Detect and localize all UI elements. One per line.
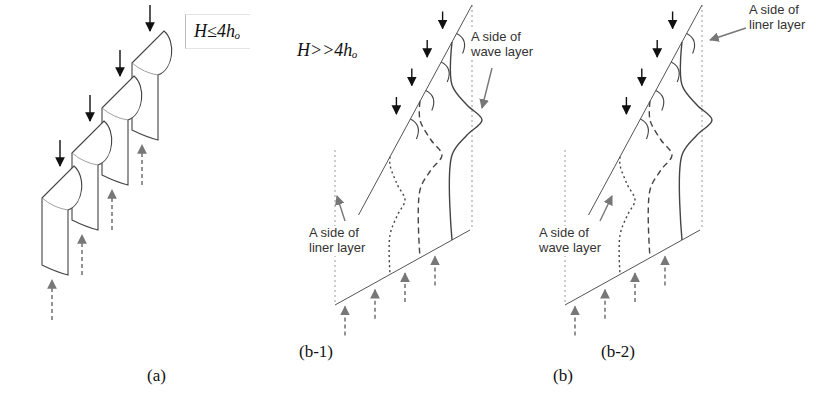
sheet-stack <box>42 31 172 275</box>
leader-line <box>337 196 345 221</box>
sheet-cap <box>410 119 418 139</box>
sheet-cap <box>640 119 648 139</box>
reaction-arrow <box>374 290 375 319</box>
load-arrow <box>672 12 673 29</box>
dimension-label: H>>4hₒ <box>296 40 358 61</box>
reaction-arrow <box>344 306 345 335</box>
load-arrow <box>89 95 90 121</box>
sheet-cap-edge <box>132 63 158 75</box>
top-diagonal <box>589 5 702 215</box>
load-arrow <box>59 140 60 166</box>
load-arrow <box>149 5 150 31</box>
callout-label: A side of liner layer <box>308 226 384 256</box>
callout-label: A side of wave layer <box>470 30 546 60</box>
sheet-cap <box>671 62 679 82</box>
sheet-cap <box>457 34 465 54</box>
load-arrow <box>411 69 412 86</box>
load-arrow <box>427 40 428 57</box>
reaction-arrow <box>604 290 605 319</box>
leader-line <box>600 196 612 221</box>
panel-label: (b-1) <box>298 342 334 362</box>
reaction-arrow <box>434 256 435 285</box>
load-arrow <box>626 97 627 114</box>
leader-line <box>710 28 746 40</box>
dotted-profile <box>389 157 405 275</box>
sheet-cap-edge <box>72 153 98 165</box>
sheet-cap-edge <box>102 108 128 120</box>
load-arrow <box>657 40 658 57</box>
sheet-cap <box>426 91 434 111</box>
sheet-cap <box>656 91 664 111</box>
dashed-profile <box>648 101 672 258</box>
load-arrow <box>119 50 120 76</box>
solid-profile <box>449 42 482 240</box>
reaction-arrow <box>664 256 665 285</box>
load-arrow <box>396 97 397 114</box>
sheet-cap-edge <box>42 198 68 210</box>
solid-profile <box>679 42 712 240</box>
leader-line <box>482 68 492 108</box>
dashed-profile <box>418 101 442 258</box>
reaction-arrow <box>111 190 112 230</box>
load-arrow <box>442 12 443 29</box>
reaction-arrow <box>51 280 52 320</box>
reaction-arrow <box>404 273 405 302</box>
sheet <box>42 166 82 275</box>
dimension-label: H≤4hₒ <box>185 14 250 49</box>
sheet-cap <box>441 62 449 82</box>
reaction-arrow <box>634 273 635 302</box>
dotted-profile <box>619 157 635 275</box>
panel-label: (a) <box>146 366 167 386</box>
reaction-arrow <box>574 306 575 335</box>
callout-label: A side of liner layer <box>748 3 824 33</box>
panel-label: (b-2) <box>600 342 636 362</box>
panel-label: (b) <box>552 366 574 386</box>
reaction-arrow <box>141 145 142 185</box>
profile-figure <box>565 5 712 305</box>
reaction-arrow <box>81 235 82 275</box>
guide-line <box>702 5 703 230</box>
sheet-cap <box>687 34 695 54</box>
callout-label: A side of wave layer <box>538 226 614 256</box>
top-diagonal <box>359 5 472 215</box>
load-arrow <box>641 69 642 86</box>
